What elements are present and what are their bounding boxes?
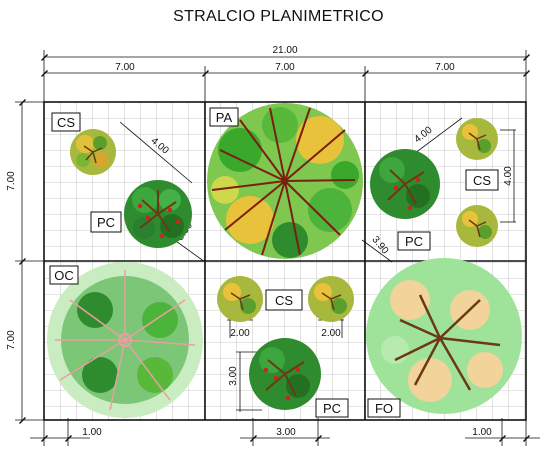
label-oc: OC: [54, 268, 74, 283]
left-dimensions: [15, 101, 46, 421]
tree-pc-top-right: [370, 149, 440, 219]
tree-cs-mid-right: [308, 276, 354, 322]
label-cs-mid: CS: [275, 293, 293, 308]
tree-cs-top-right-1: [456, 118, 498, 160]
dim-col1: 7.00: [115, 62, 135, 73]
left-dim-ticks: [19, 99, 26, 424]
label-pc-mid: PC: [323, 401, 341, 416]
tree-fo: [366, 258, 522, 414]
label-boxes: [49, 107, 499, 418]
tree-cs-top-right-2: [456, 205, 498, 247]
bottom-dim-ticks: [41, 435, 530, 442]
label-pc-top-right: PC: [405, 234, 423, 249]
top-dim-ticks: [41, 54, 530, 77]
dim-bottom-left: 1.00: [82, 427, 102, 438]
top-dimensions: [43, 50, 527, 104]
tree-cs-top-left: [70, 129, 116, 175]
tree-pa: [207, 103, 363, 259]
tree-pc-top-left: [124, 180, 192, 248]
tree-pc-mid: [249, 338, 321, 410]
tree-cs-mid-left: [217, 276, 263, 322]
drawing-title: STRALCIO PLANIMETRICO: [173, 8, 384, 25]
label-pa: PA: [216, 110, 233, 125]
dim-cs-mid-right: 2.00: [321, 328, 341, 339]
dim-bottom-mid: 3.00: [276, 427, 296, 438]
dim-row2: 7.00: [6, 330, 17, 350]
label-cs-top-right: CS: [473, 173, 491, 188]
dim-col2: 7.00: [275, 62, 295, 73]
dim-bottom-right: 1.00: [472, 427, 492, 438]
label-cs-top-left: CS: [57, 115, 75, 130]
label-fo: FO: [375, 401, 393, 416]
dim-col3: 7.00: [435, 62, 455, 73]
dim-cs-mid-left: 2.00: [230, 328, 250, 339]
dim-cs-right-vert: 4.00: [503, 166, 514, 186]
dim-pc-mid-vert: 3.00: [228, 366, 239, 386]
dim-total-width: 21.00: [272, 45, 297, 56]
tree-oc: [47, 262, 203, 418]
dim-row1: 7.00: [6, 171, 17, 191]
label-pc-top-left: PC: [97, 215, 115, 230]
